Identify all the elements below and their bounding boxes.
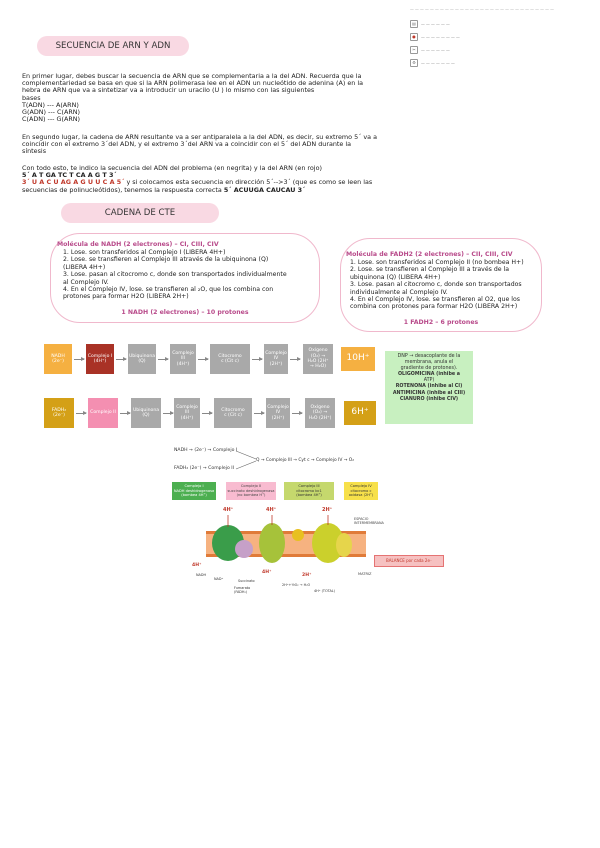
- flow-box-cytochrome-c: Citocromo c (Cit c): [210, 344, 250, 374]
- section-title-arn-adn: SECUENCIA DE ARN Y ADN: [37, 36, 189, 56]
- proton-label: 4H⁺: [192, 563, 201, 568]
- flow-box-ubiquinone-2: Ubiquinona (Q): [131, 398, 161, 428]
- bottom-label: NADH: [196, 573, 206, 577]
- flow-box-oxygen-2: Oxígeno (O₂) → H₂O (2H⁺): [305, 398, 335, 428]
- fadh2-card: Molécula de FADH2 (2 electrones) – CII, …: [340, 238, 542, 332]
- sidebar-item[interactable]: ▤— — — — — —: [410, 20, 450, 28]
- flow-box-fadh2: FADH₂ (2e⁻): [44, 398, 74, 428]
- complex-box-i: Complejo I NADH deshidrogenasa (bombea 4…: [172, 482, 216, 500]
- bottom-label: Succinato: [238, 579, 255, 583]
- sidebar-item[interactable]: ●— — — — — — — —: [410, 33, 460, 41]
- bottom-label: 2H⁺+½O₂ → H₂O: [282, 583, 310, 587]
- proton-label: 2H⁺: [302, 573, 311, 578]
- inhibitors-box: DNP → desacoplante de la membrana, anula…: [385, 351, 473, 424]
- flow-box-complex-iv-2: Complejo IV (2H⁺): [266, 398, 290, 428]
- sidebar-item[interactable]: ✂— — — — — —: [410, 46, 450, 54]
- flow-box-nadh: NADH (2e⁻): [44, 344, 72, 374]
- page-url: — — — — — — — — — — — — — — — — — — — — …: [410, 5, 554, 12]
- record-icon: ●: [410, 33, 418, 41]
- entry-arrows: [168, 445, 398, 480]
- flow-box-complex-iii-2: Complejo III (4H⁺): [174, 398, 200, 428]
- proton-label: 2H⁺: [322, 507, 332, 513]
- bottom-label: 4H⁺ (TOTAL): [314, 589, 335, 593]
- flow-box-complex-i: Complejo I (4H⁺): [86, 344, 114, 374]
- flow-box-cytochrome-c-2: Citocromo c (Cit c): [214, 398, 252, 428]
- paragraph-sequences: Con todo esto, te indico la secuencia de…: [22, 165, 372, 194]
- flow2-result: 6H⁺: [344, 401, 376, 425]
- bottom-label: Fumarato (FADH₂): [234, 586, 250, 594]
- document-icon: ▤: [410, 20, 418, 28]
- proton-label: 4H⁺: [262, 570, 271, 575]
- sidebar-item[interactable]: ⚙— — — — — — —: [410, 59, 455, 67]
- section-title-cte: CADENA DE CTE: [61, 203, 219, 223]
- electron-chain-diagram: NADH → (2e⁻) → Complejo I FADH₂ (2e⁻) → …: [168, 445, 398, 597]
- paragraph-antiparallel: En segundo lugar, la cadena de ARN resul…: [22, 134, 377, 156]
- scissors-icon: ✂: [410, 46, 418, 54]
- proton-label: 4H⁺: [266, 507, 276, 513]
- bottom-label: NAD⁺: [214, 577, 223, 581]
- answer-sequence: 5´ ACUUGA CAUCAU 3´: [224, 186, 305, 194]
- flow-box-oxygen: Oxígeno (O₂) → H₂O (2H⁺ → H₂O): [303, 344, 333, 374]
- complex-box-ii: Complejo II succinato deshidrogenasa (no…: [226, 482, 276, 500]
- flow-box-complex-iv: Complejo IV (2H⁺): [264, 344, 288, 374]
- paragraph-complementarity: En primer lugar, debes buscar la secuenc…: [22, 73, 363, 123]
- intermembrane-label: ESPACIO INTERMEMBRANA: [354, 517, 384, 525]
- flow1-result: 10H⁺: [341, 347, 375, 371]
- complex-box-iv: Complejo IV citocromo c oxidasa (2H⁺): [344, 482, 378, 500]
- balance-label: BALANCE por cada 2e⁻: [374, 555, 444, 567]
- proton-label: 4H⁺: [223, 507, 233, 513]
- matrix-label: MATRIZ: [358, 572, 372, 576]
- settings-icon: ⚙: [410, 59, 418, 67]
- flow-box-complex-iii: Complejo III (4H⁺): [170, 344, 196, 374]
- complex-box-iii: Complejo III citocromo bc1 (bombea 4H⁺): [284, 482, 334, 500]
- flow-box-ubiquinone: Ubiquinona (Q): [128, 344, 156, 374]
- nadh-card: Molécula de NADH (2 electrones) – CI, CI…: [50, 233, 320, 323]
- flow-box-complex-ii: Complejo II: [88, 398, 118, 428]
